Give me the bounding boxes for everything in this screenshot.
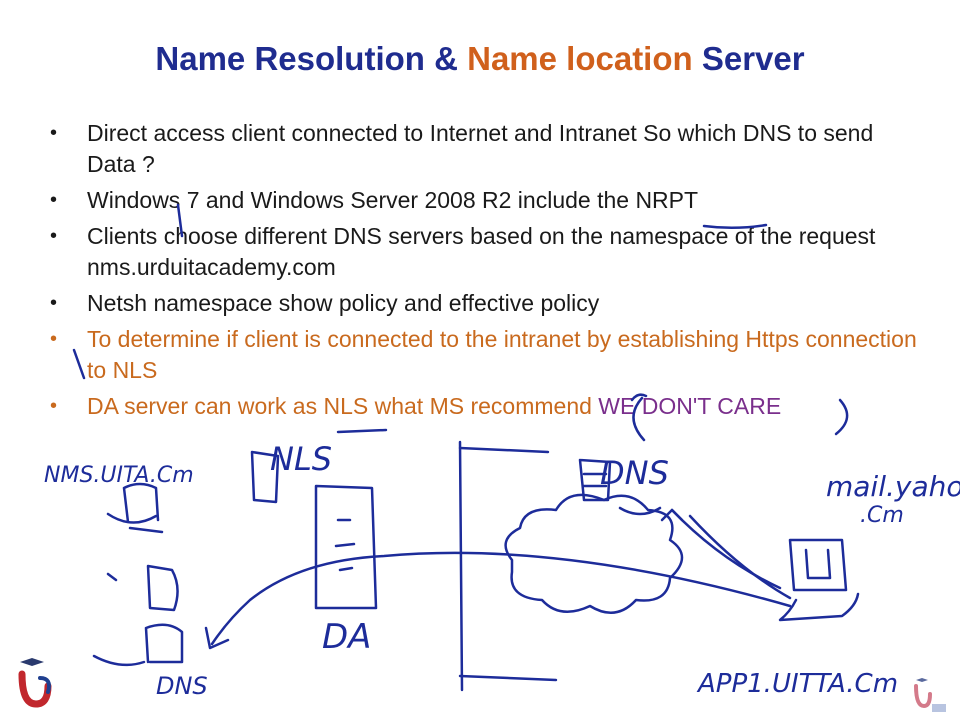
nls-underline (336, 428, 388, 434)
cloud-dns-box (578, 458, 612, 502)
bullet-item: • Windows 7 and Windows Server 2008 R2 i… (48, 185, 928, 216)
app-label: APP1.UITTA.Cm (696, 669, 898, 699)
nms-label: NMS.UITA.Cm (44, 463, 194, 488)
boundary-top (458, 446, 550, 454)
client-screen (804, 548, 832, 580)
bullet-text: DA server can work as NLS what MS recomm… (87, 393, 592, 419)
uedu-logo (914, 678, 946, 712)
client-monitor (788, 538, 848, 592)
bullet-dot: • (50, 328, 58, 350)
bullet-item: • To determine if client is connected to… (48, 324, 928, 386)
bullet-dot: • (50, 122, 58, 144)
internet-cloud (504, 493, 684, 614)
bullet-dot: • (50, 292, 58, 314)
bottom-dns-label: DNS (156, 672, 208, 700)
bracket-open (632, 396, 646, 442)
bullet-text: Direct access client connected to Intern… (87, 120, 874, 177)
nls-label: NLS (270, 440, 332, 478)
pen-mark (72, 348, 86, 380)
bullet-text: Windows 7 and Windows Server 2008 R2 inc… (87, 187, 699, 213)
nms-base (128, 526, 164, 534)
client-keyboard (778, 592, 860, 622)
pen-tick (176, 203, 184, 238)
bullet-item: • Netsh namespace show policy and effect… (48, 288, 928, 319)
bullet-text: To determine if client is connected to t… (87, 326, 917, 383)
boundary-line (458, 440, 464, 692)
bullet-item: • Direct access client connected to Inte… (48, 118, 928, 180)
bracket-close (834, 398, 849, 436)
bullet-list: • Direct access client connected to Inte… (48, 118, 928, 427)
bullet-highlight: WE DON'T CARE (598, 393, 782, 419)
title-part-3: Server (692, 40, 805, 77)
bullet-text: Netsh namespace show policy and effectiv… (87, 290, 600, 316)
title-part-2: Name location (467, 40, 693, 77)
cloud-dns-label: DNS (600, 454, 669, 492)
nrpt-underline (702, 223, 768, 229)
client-box-sketch (106, 564, 179, 612)
slide-title: Name Resolution & Name location Server (0, 40, 960, 78)
nms-server-sketch (106, 482, 160, 524)
nls-box-sketch (250, 450, 280, 504)
arrow-to-dns-2 (688, 514, 792, 600)
da-server-slots (334, 518, 356, 572)
bullet-dot: • (50, 189, 58, 211)
dns-server-sketch (92, 623, 184, 667)
title-part-1: Name Resolution & (155, 40, 468, 77)
arrow-to-bottom-dns (210, 551, 792, 646)
bullet-dot: • (50, 395, 58, 417)
bullet-item: • DA server can work as NLS what MS reco… (48, 391, 928, 422)
mail-label: mail.yahoo (826, 470, 960, 503)
pen-squiggle (618, 506, 662, 516)
urdu-it-academy-logo (18, 658, 52, 708)
da-label: DA (322, 617, 371, 657)
boundary-bottom (458, 674, 558, 682)
mail-suffix-label: .Cm (860, 503, 904, 528)
pen-mark (630, 393, 648, 402)
arrow-head (660, 508, 684, 522)
bullet-dot: • (50, 225, 58, 247)
arrow-head-bottom (204, 626, 230, 650)
